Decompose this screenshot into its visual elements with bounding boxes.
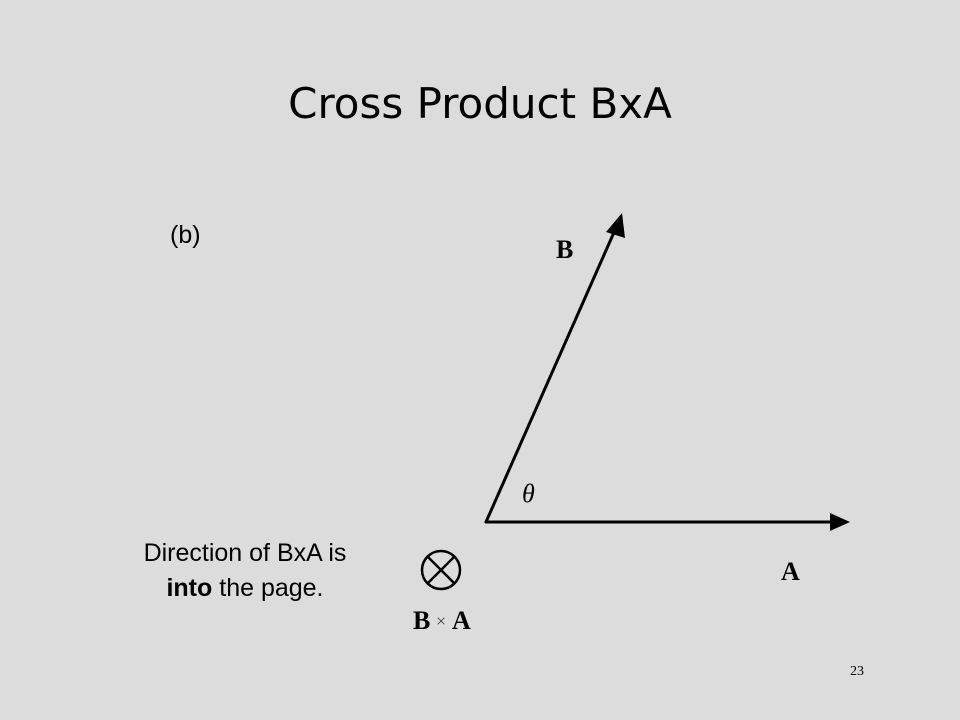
part-label: (b) [170,221,201,249]
into-page-icon [420,549,462,591]
slide-title: Cross Product BxA [288,79,672,128]
page-number: 23 [850,664,864,679]
vector-b-arrowhead [606,213,625,238]
direction-caption: Direction of BxA is into the page. [100,536,390,606]
caption-bold-word: into [166,574,213,602]
result-label-b: B [413,606,430,635]
angle-theta-label: θ [522,479,535,508]
vector-a-arrowhead [830,513,850,531]
result-label-cross: × [436,611,446,631]
result-label-a: A [452,606,471,635]
caption-line-1: Direction of BxA is [143,539,347,567]
vector-b-label: B [556,235,573,264]
vector-a-label: A [781,557,800,586]
caption-rest: the page. [212,574,324,602]
caption-line-2: into the page. [100,571,390,606]
vector-b-arrow [484,219,621,524]
